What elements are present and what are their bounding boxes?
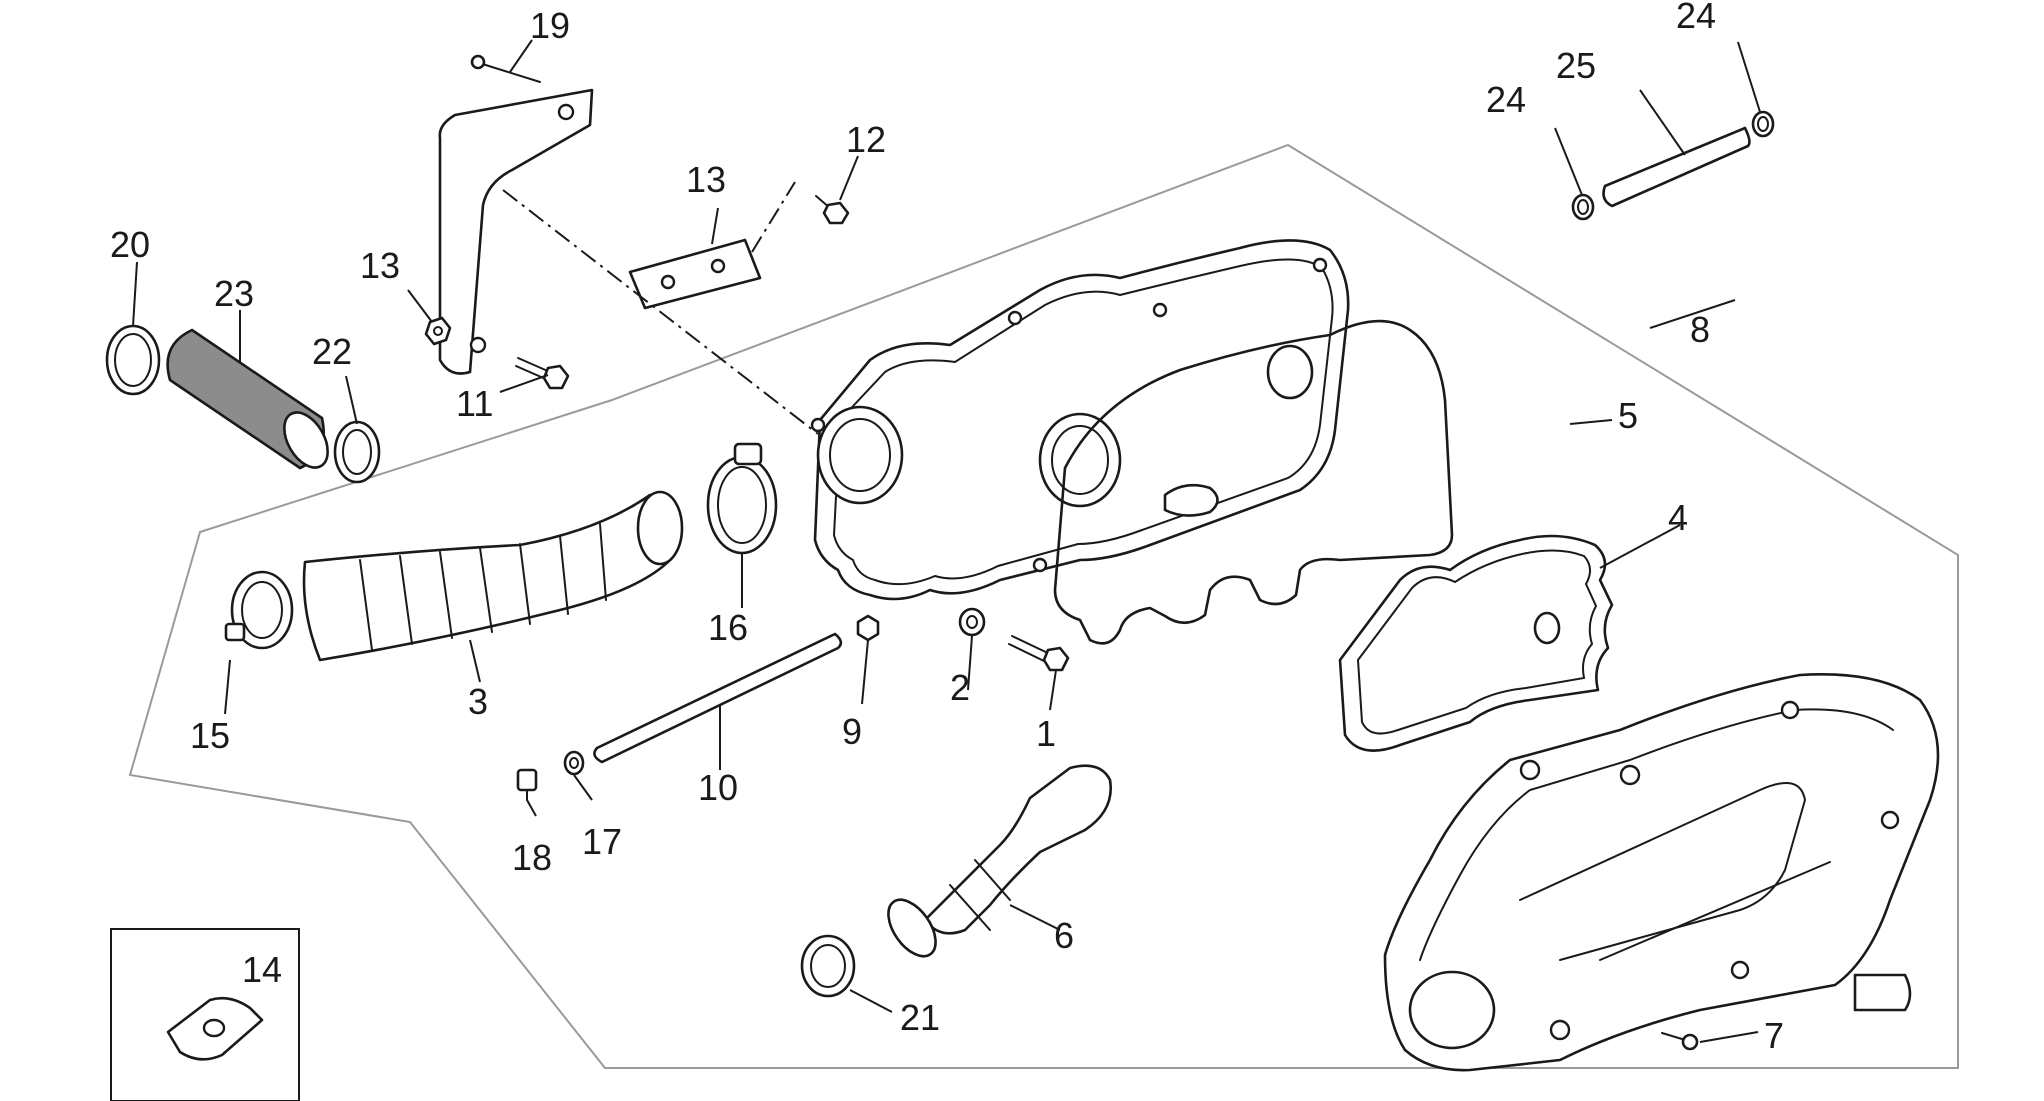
callout-16: 16 (708, 607, 748, 648)
callout-19: 19 (530, 5, 570, 46)
detail-box-14 (110, 928, 300, 1101)
air-filter-housing-part-8 (810, 239, 1350, 601)
plate-part-13 (628, 238, 762, 310)
clamp-part-20 (105, 324, 161, 396)
callout-8: 8 (1690, 309, 1710, 350)
clip-part-24-left (1571, 193, 1595, 221)
callout-3: 3 (468, 681, 488, 722)
screw-part-19 (470, 54, 541, 83)
elbow-duct-part-6 (887, 764, 1113, 958)
callout-17: 17 (582, 821, 622, 862)
tube-part-25 (1602, 126, 1751, 208)
clip-part-14 (166, 996, 264, 1061)
nut-part-13 (424, 316, 452, 346)
callout-5: 5 (1618, 395, 1638, 436)
leader-lines (132, 39, 1761, 1043)
clamp-part-22 (333, 420, 381, 484)
bracket-part-19 (438, 88, 594, 375)
bolt-part-12 (815, 195, 850, 225)
hose-part-23 (166, 328, 329, 470)
clip-part-24-right (1751, 110, 1775, 138)
callout-25: 25 (1556, 45, 1596, 86)
clamp-part-16 (706, 442, 778, 555)
callout-labels: 20 23 22 19 13 11 13 12 8 5 4 24 24 25 1… (110, 0, 1784, 1056)
bolt-part-1 (1008, 635, 1070, 672)
filter-element-part-4 (1338, 534, 1614, 752)
gasket-part-5 (1053, 319, 1454, 645)
callout-13-middle: 13 (686, 159, 726, 200)
callout-15: 15 (190, 715, 230, 756)
callout-20: 20 (110, 224, 150, 265)
filter-cover-part-7 (1383, 673, 1940, 1072)
washer-part-2 (958, 607, 986, 637)
callout-11: 11 (456, 383, 493, 424)
callout-13-left: 13 (360, 245, 400, 286)
callout-9: 9 (842, 711, 862, 752)
callout-7: 7 (1764, 1015, 1784, 1056)
callout-22: 22 (312, 331, 352, 372)
screw-part-18 (516, 768, 538, 801)
callout-6: 6 (1054, 915, 1074, 956)
callout-2: 2 (950, 667, 970, 708)
intake-duct-part-3 (302, 490, 684, 662)
clamp-part-15 (224, 570, 294, 650)
callout-10: 10 (698, 767, 738, 808)
callout-14: 14 (242, 949, 282, 990)
clamp-part-21 (800, 934, 856, 998)
mounting-axis-lines (502, 181, 819, 435)
washer-part-17 (563, 750, 585, 776)
callout-4: 4 (1668, 497, 1688, 538)
nut-part-9 (856, 614, 880, 642)
rod-part-10 (593, 632, 843, 764)
callout-23: 23 (214, 273, 254, 314)
callout-24-left: 24 (1486, 79, 1526, 120)
assembly-frame-outline (128, 143, 1959, 1069)
callout-24-right: 24 (1676, 0, 1716, 36)
callout-18: 18 (512, 837, 552, 878)
callout-1: 1 (1036, 713, 1056, 754)
callout-21: 21 (900, 997, 940, 1038)
callout-12: 12 (846, 119, 886, 160)
screw-part-7 (1661, 1032, 1699, 1051)
